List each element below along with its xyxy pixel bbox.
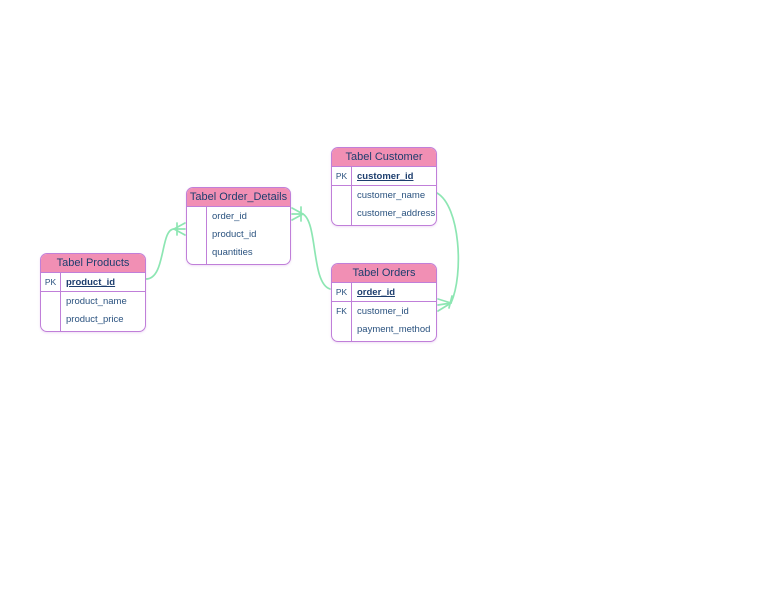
field-name: order_id	[212, 210, 247, 222]
table-row: FK customer_id	[332, 302, 436, 320]
column-divider	[60, 273, 61, 331]
relationship-line-segment[interactable]	[437, 302, 452, 312]
relationship-line-segment[interactable]	[437, 298, 452, 304]
table-row: order_id	[187, 207, 290, 225]
relationship-customer-to-orders[interactable]	[436, 192, 460, 312]
field-name: customer_address	[357, 207, 436, 219]
table-row: customer_name	[332, 186, 436, 204]
field-name: customer_name	[357, 189, 426, 201]
key-tag: PK	[335, 287, 348, 297]
table-rows: PK customer_id customer_name customer_addre…	[332, 167, 436, 225]
table-row: product_id	[187, 225, 290, 243]
table-row: PK product_id	[41, 273, 145, 292]
key-tag: PK	[44, 277, 57, 287]
column-divider	[206, 207, 207, 264]
field-name: product_id	[212, 228, 257, 240]
table-row: product_price	[41, 310, 145, 328]
field-name: product_name	[66, 295, 127, 307]
table-title: Tabel Order_Details	[187, 188, 290, 207]
field-name: order_id	[357, 286, 396, 298]
key-tag: FK	[336, 306, 347, 316]
table-row: product_name	[41, 292, 145, 310]
table-title: Tabel Products	[41, 254, 145, 273]
table-row: PK order_id	[332, 283, 436, 302]
relationship-line-segment[interactable]	[173, 222, 186, 230]
table-rows: PK product_id product_name product_price	[41, 273, 145, 331]
table-row: quantities	[187, 243, 290, 261]
table-row: payment_method	[332, 320, 436, 338]
field-name: quantities	[212, 246, 253, 258]
table-row: customer_address	[332, 204, 436, 222]
column-divider	[351, 167, 352, 225]
table-title: Tabel Orders	[332, 264, 436, 283]
column-divider	[351, 283, 352, 341]
relationship-line-segment[interactable]	[448, 295, 453, 309]
field-name: customer_id	[357, 170, 414, 182]
relationship-line-segment[interactable]	[436, 192, 460, 304]
relationship-line-segment[interactable]	[302, 213, 331, 290]
field-name: payment_method	[357, 323, 431, 335]
field-name: product_price	[66, 313, 124, 325]
key-tag: PK	[335, 171, 348, 181]
table-row: PK customer_id	[332, 167, 436, 186]
field-name: product_id	[66, 276, 116, 288]
table-title: Tabel Customer	[332, 148, 436, 167]
table-rows: order_id product_id quantities	[187, 207, 290, 264]
relationship-line-segment[interactable]	[145, 228, 175, 280]
field-name: customer_id	[357, 305, 409, 317]
relationship-products-to-order-details[interactable]	[145, 222, 186, 280]
relationship-order-details-to-orders[interactable]	[291, 206, 331, 290]
relationship-line-segment[interactable]	[437, 302, 452, 306]
relationship-line-segment[interactable]	[173, 228, 186, 236]
